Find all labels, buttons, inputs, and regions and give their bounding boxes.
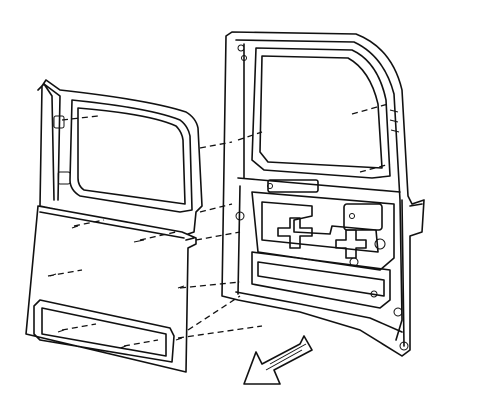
leader-lower-4 xyxy=(179,281,241,289)
door-inner-edge xyxy=(235,39,403,341)
door-outer-outline xyxy=(221,31,425,357)
fastener-speaker xyxy=(349,213,355,219)
leader-hinge xyxy=(195,231,241,241)
door-frame xyxy=(221,31,425,357)
fastener-upper-left xyxy=(237,44,245,52)
fastener-right-mid xyxy=(374,238,386,250)
door-lock-edge xyxy=(401,199,405,347)
leader-pocket-3 xyxy=(177,325,263,339)
upper-trim-pillar xyxy=(37,83,61,201)
map-pocket xyxy=(33,299,175,363)
latch-bracket xyxy=(409,203,423,207)
upper-trim-panel xyxy=(39,79,203,237)
pillar-hatching xyxy=(389,109,400,133)
door-bottom-sill xyxy=(235,291,403,333)
upper-trim-pillar-inner xyxy=(43,83,55,201)
fastener-mid xyxy=(349,257,359,267)
arrow-shading xyxy=(265,343,307,371)
window-opening xyxy=(251,47,391,179)
upper-trim-window-inner xyxy=(77,107,186,205)
leader-window-lower xyxy=(359,163,391,173)
alignment-leader-lines xyxy=(47,103,391,347)
leader-window xyxy=(351,103,389,115)
lower-inner-panel-recess xyxy=(251,251,391,309)
lower-trim-top-edge xyxy=(39,211,185,239)
left-cross-stamping xyxy=(277,217,313,249)
leader-lower-1 xyxy=(73,219,105,227)
window-inner-lip xyxy=(259,55,383,169)
leader-pillar-clip xyxy=(61,115,99,121)
door-hinge-edge xyxy=(237,185,241,295)
leader-upper-1 xyxy=(199,141,233,149)
lower-recess-inner xyxy=(257,261,385,297)
leader-upper-2 xyxy=(237,131,263,141)
fastener-lower-right xyxy=(393,307,403,317)
fastener-upper-left-2 xyxy=(241,55,247,61)
leader-lower-3 xyxy=(47,269,83,277)
leader-lower-2 xyxy=(139,231,177,241)
upper-trim-window-edge xyxy=(69,99,193,213)
map-pocket-opening xyxy=(41,307,167,357)
pillar-clip-upper xyxy=(53,115,65,129)
fastener-bottom-right xyxy=(399,341,409,351)
fastener-lower xyxy=(370,290,378,298)
leader-pocket-2 xyxy=(123,339,159,347)
fastener-hinge xyxy=(235,211,245,221)
speaker-cutout xyxy=(343,203,383,231)
pillar-clip-lower xyxy=(57,171,71,185)
leader-belt xyxy=(199,203,233,213)
upper-inner-panel-recess xyxy=(251,191,395,271)
leader-bottom xyxy=(187,295,241,331)
door-belt-line xyxy=(237,177,401,193)
leader-pocket-1 xyxy=(61,323,97,331)
lower-trim-panel xyxy=(25,205,197,373)
lower-trim-corner xyxy=(185,237,195,241)
removal-direction-arrow-icon xyxy=(243,335,313,385)
door-trim-panel xyxy=(25,79,203,373)
fastener-top-cutout xyxy=(267,183,273,189)
right-cross-stamping xyxy=(335,229,367,259)
